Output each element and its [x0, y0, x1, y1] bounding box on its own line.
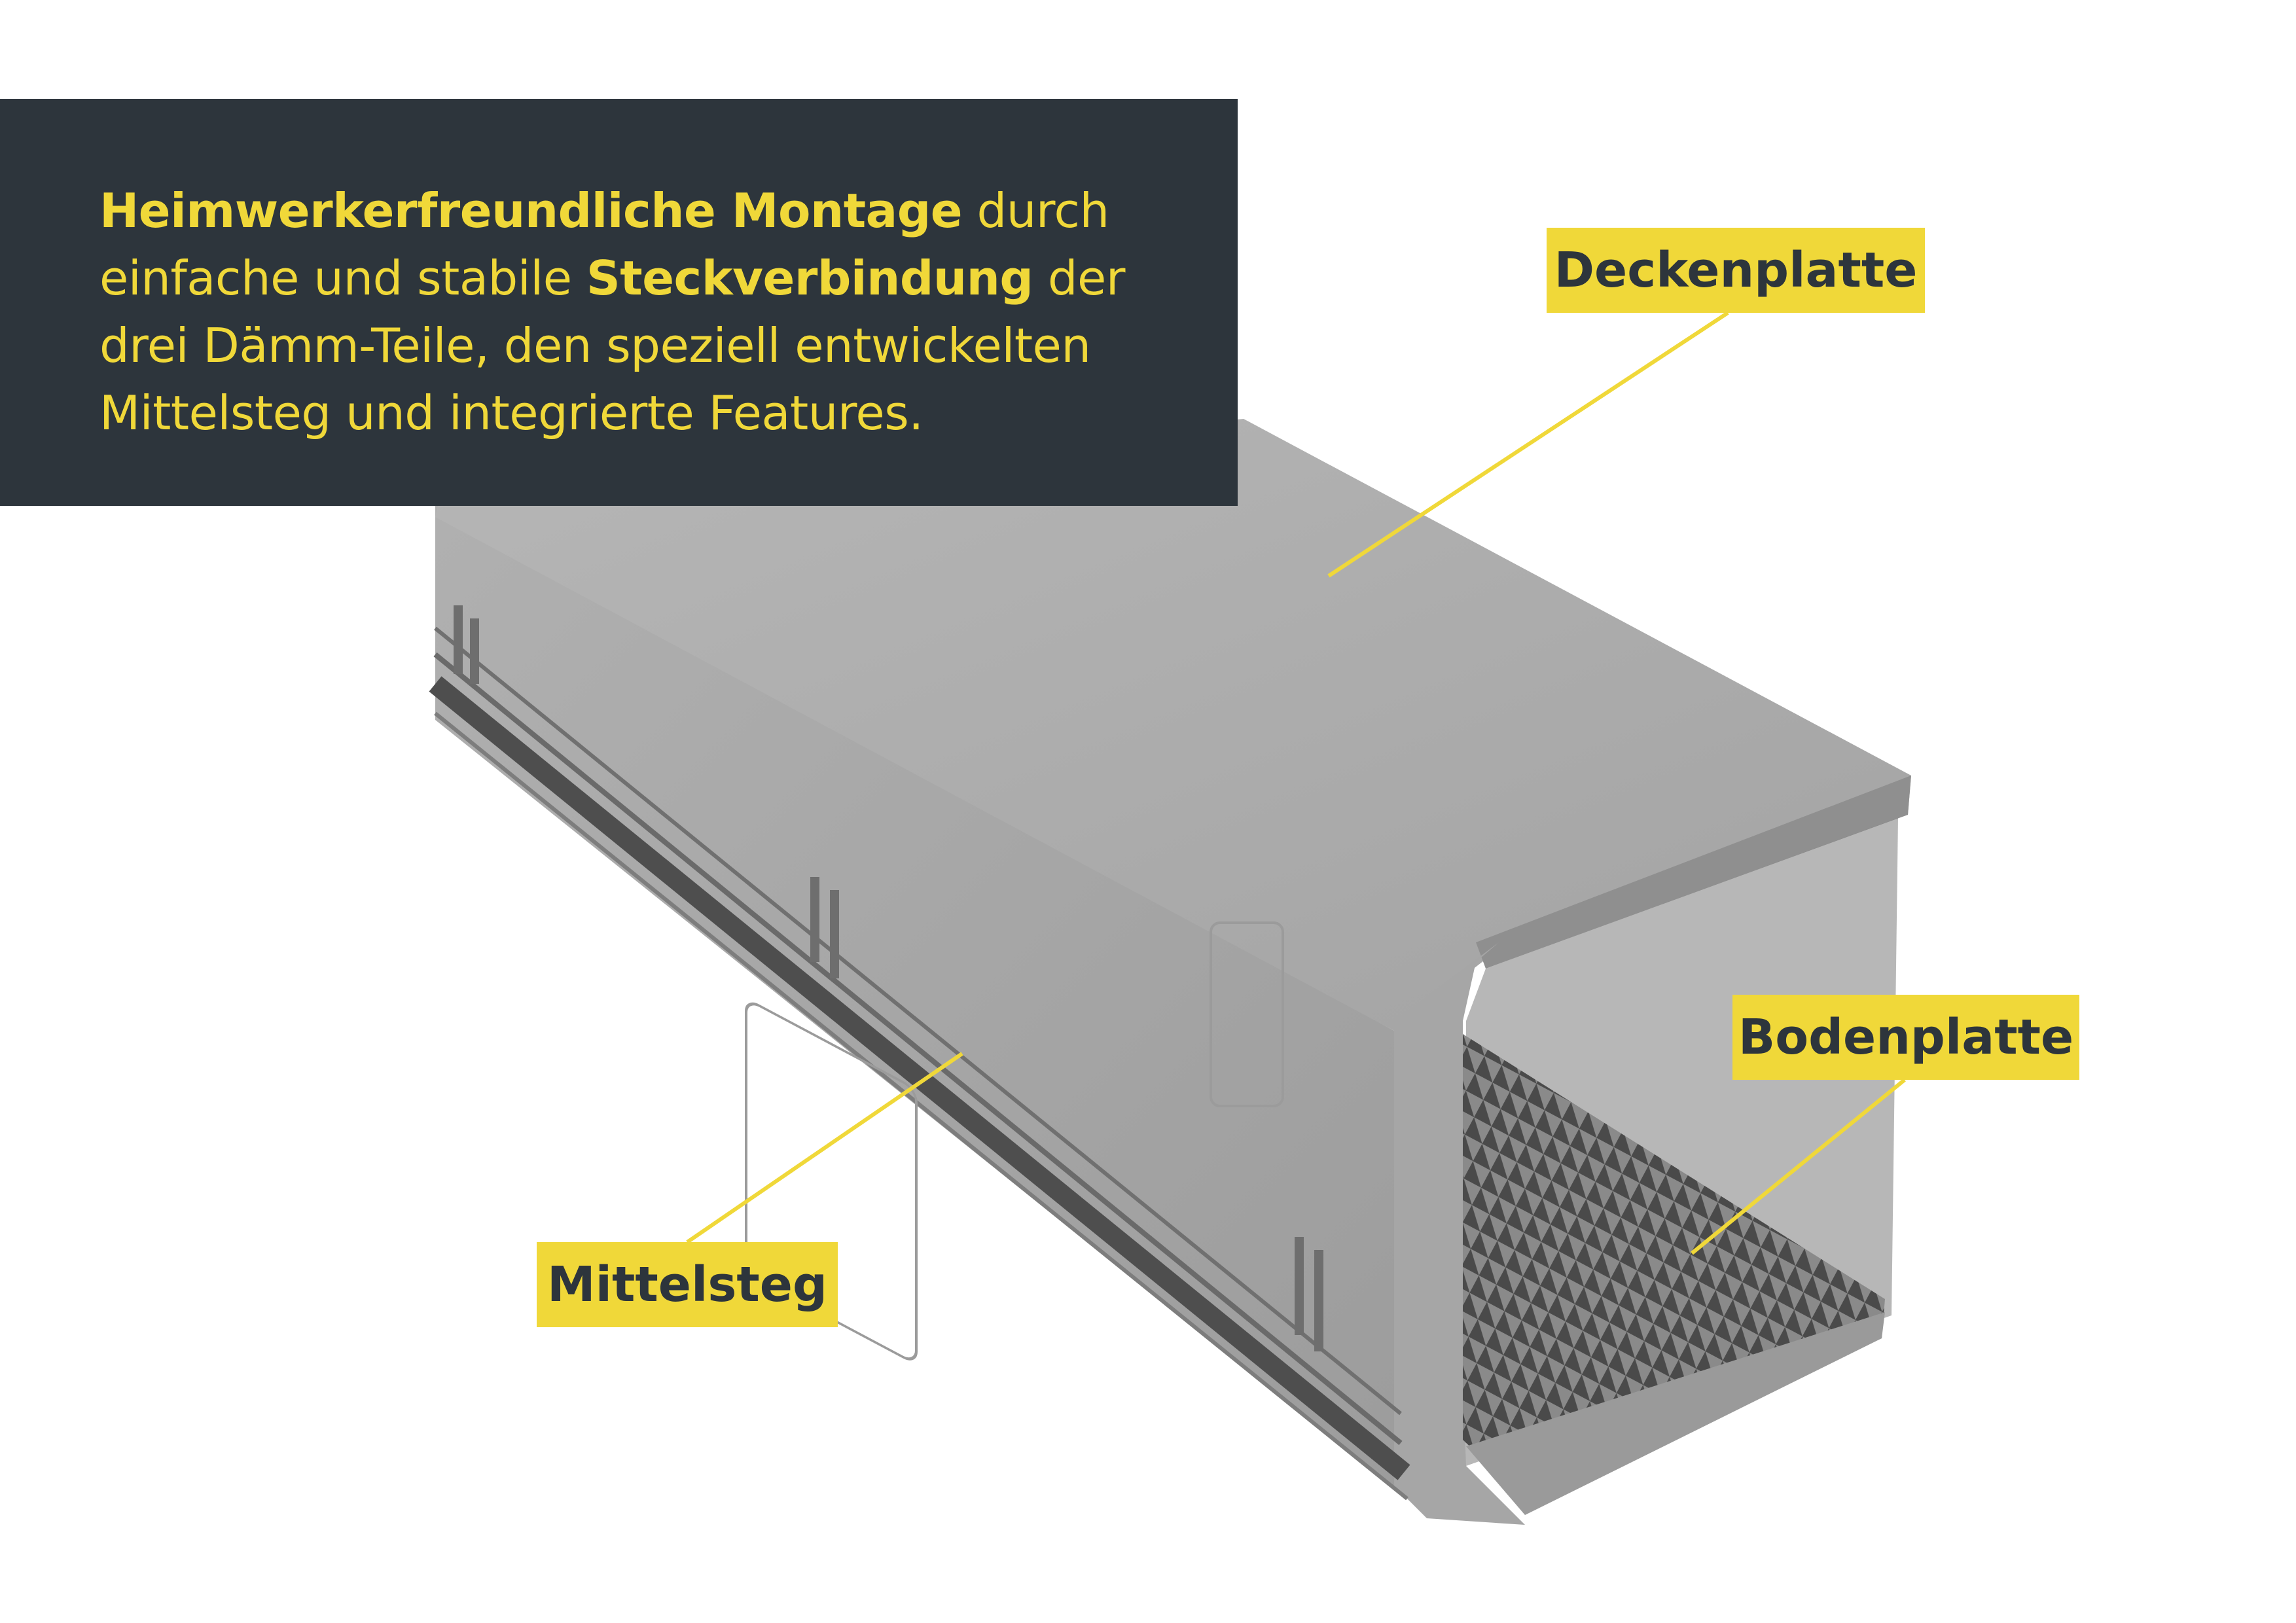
groove-2	[433, 652, 1403, 1446]
intro-text-part4: der drei Dämm-Teile, den speziell entwic…	[99, 251, 1125, 440]
intro-text: Heimwerkerfreundliche Montage durch einf…	[99, 177, 1198, 447]
leader-bodenplatte	[1691, 1078, 1906, 1255]
top-plate	[435, 419, 1911, 1031]
label-mittelsteg: Mittelsteg	[537, 1242, 838, 1327]
label-deckenplatte: Deckenplatte	[1547, 228, 1925, 313]
notch-marks	[454, 605, 1323, 1351]
intro-text-part2: durch einfache und stabile	[99, 183, 1109, 306]
end-wall	[1394, 942, 1525, 1525]
groove-1	[434, 626, 1402, 1416]
intro-panel: Heimwerkerfreundliche Montage durch einf…	[0, 99, 1238, 506]
groove-4	[434, 711, 1408, 1501]
top-plate-edge	[1476, 776, 1911, 969]
label-bodenplatte: Bodenplatte	[1732, 995, 2079, 1080]
intro-highlight-montage: Heimwerkerfreundliche Montage	[99, 183, 963, 238]
intro-highlight-steckverbindung: Steckverbindung	[586, 251, 1033, 306]
bottom-plate-edge	[1466, 1312, 1885, 1515]
leader-mittelsteg	[686, 1052, 963, 1244]
leader-deckenplatte	[1327, 311, 1729, 578]
groove-3	[429, 676, 1410, 1480]
leader-lines	[686, 311, 1906, 1255]
